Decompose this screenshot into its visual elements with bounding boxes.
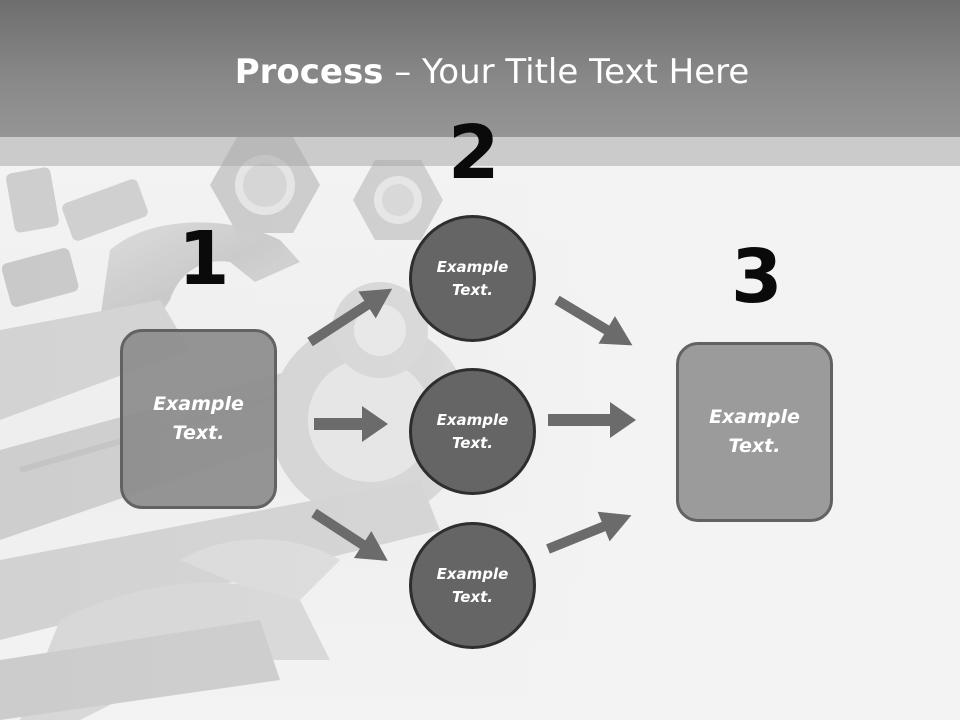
circle-bottom-text-line1: Example bbox=[436, 564, 509, 583]
arrow-1-to-2c bbox=[311, 508, 388, 561]
title-rest: – Your Title Text Here bbox=[383, 52, 750, 92]
title-bar-strip bbox=[0, 137, 960, 166]
step-2-circle-top: Example Text. bbox=[409, 215, 536, 342]
step-1-text-line1: Example bbox=[153, 393, 244, 415]
step-3-text-line1: Example bbox=[709, 406, 800, 428]
arrow-1-to-2b bbox=[314, 406, 388, 442]
step-2-circle-bottom: Example Text. bbox=[409, 522, 536, 649]
slide-title: Process – Your Title Text Here bbox=[0, 52, 960, 92]
step-1-box: Example Text. bbox=[120, 329, 277, 509]
step-3-text-line2: Text. bbox=[728, 435, 781, 457]
step-number-1: 1 bbox=[178, 216, 230, 302]
circle-top-text-line1: Example bbox=[436, 257, 509, 276]
step-2-circle-middle: Example Text. bbox=[409, 368, 536, 495]
circle-top-text-line2: Text. bbox=[451, 280, 493, 299]
title-bar bbox=[0, 0, 960, 137]
title-bold: Process bbox=[234, 52, 384, 92]
circle-bottom-text-line2: Text. bbox=[451, 587, 493, 606]
step-number-2: 2 bbox=[448, 110, 500, 196]
arrow-2c-to-3 bbox=[546, 511, 632, 554]
step-number-3: 3 bbox=[731, 234, 783, 320]
circle-middle-text-line1: Example bbox=[436, 410, 509, 429]
circle-middle-text-line2: Text. bbox=[451, 433, 493, 452]
step-3-box: Example Text. bbox=[676, 342, 833, 522]
step-1-text-line2: Text. bbox=[172, 422, 225, 444]
arrow-1-to-2a bbox=[307, 288, 393, 347]
arrow-2b-to-3 bbox=[548, 402, 636, 438]
arrow-2a-to-3 bbox=[554, 295, 633, 346]
